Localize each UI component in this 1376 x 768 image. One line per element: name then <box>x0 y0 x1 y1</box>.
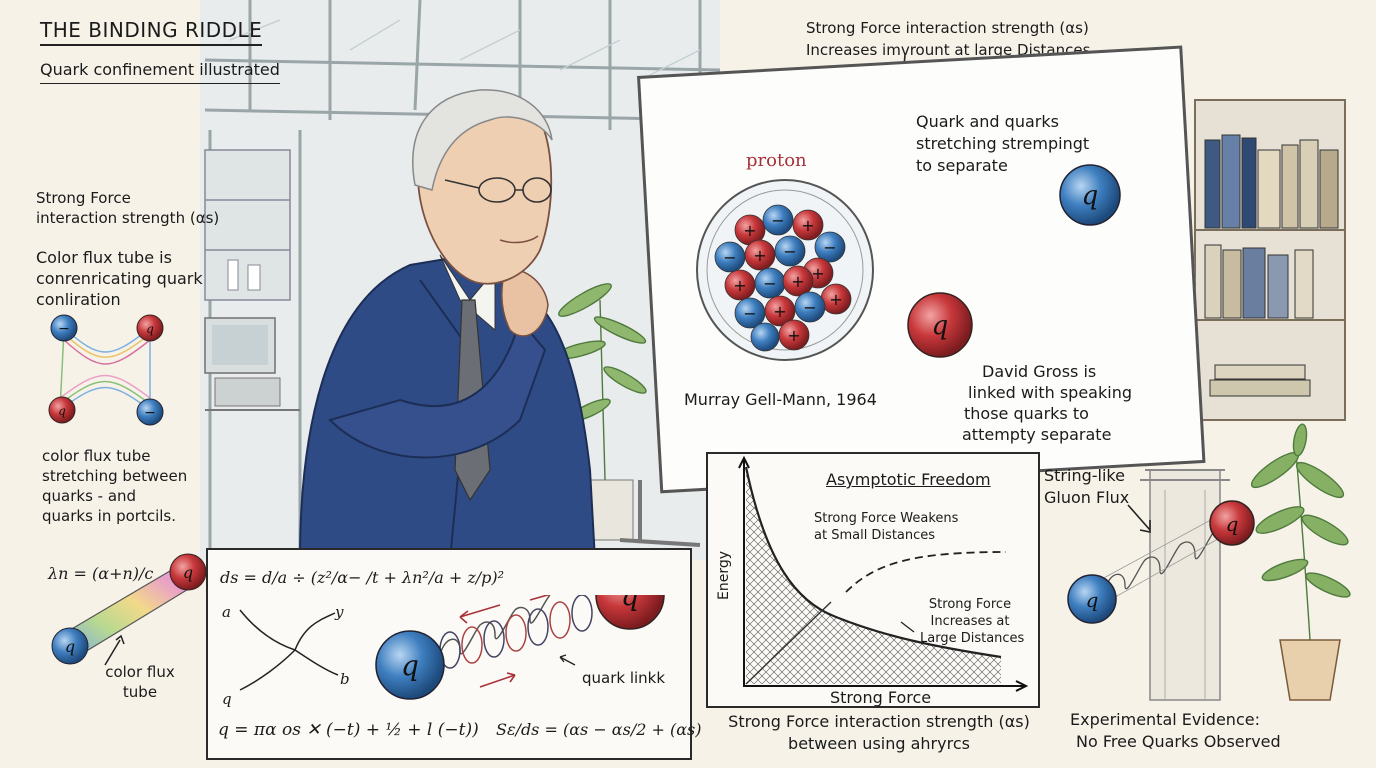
svg-text:+: + <box>787 326 800 345</box>
svg-text:q: q <box>401 649 419 682</box>
left-quarks: − q q − <box>48 314 164 426</box>
svg-text:+: + <box>811 264 824 283</box>
board-stretch-l3: to separate <box>916 156 1008 175</box>
svg-text:−: − <box>771 211 784 230</box>
gell-mann-caption: Murray Gell-Mann, 1964 <box>684 390 877 409</box>
svg-text:+: + <box>753 246 766 265</box>
equation-bottom-right: Sε/ds = (αs − αs/2 + (αs) <box>496 720 702 739</box>
graph-note1-l1: Strong Force Weakens <box>814 511 959 526</box>
evidence-l2: No Free Quarks Observed <box>1076 732 1281 751</box>
graph-note2-l1: Strong Force <box>928 597 1012 612</box>
svg-text:q: q <box>1082 181 1099 211</box>
svg-text:−: − <box>783 242 796 261</box>
svg-text:+: + <box>829 290 842 309</box>
board-stretch-l1: Quark and quarks <box>916 112 1059 131</box>
strong-force-sub: interaction strength (αs) <box>36 209 220 227</box>
graph-xlabel: Strong Force <box>830 688 932 707</box>
svg-text:−: − <box>743 304 756 323</box>
man-figure <box>298 89 597 561</box>
quark-link-label: quark linkk <box>582 669 666 687</box>
lambda-formula: λn = (α+n)/c <box>48 564 154 583</box>
evidence-l1: Experimental Evidence: <box>1070 710 1260 729</box>
tube-quarks: q q <box>51 553 207 665</box>
gross-note-l1: David Gross is <box>982 362 1097 381</box>
svg-text:+: + <box>801 216 814 235</box>
graph-title: Asymptotic Freedom <box>826 470 991 489</box>
right-quarks: q q <box>1067 500 1255 624</box>
graph-caption-l1: Strong Force interaction strength (αs) <box>728 712 1030 731</box>
equation-bottom-left: q = πα os ✕ (−t) + ½ + l (−t)) <box>218 720 479 740</box>
tube-label-l2: tube <box>122 683 158 701</box>
minus-sign: − <box>58 321 70 337</box>
gross-note-l2: linked with speaking <box>968 383 1132 402</box>
diagram-label-b: b <box>340 670 350 688</box>
flux-note-l3: conliration <box>36 290 121 309</box>
minus-sign: − <box>144 405 156 421</box>
svg-text:q: q <box>932 311 949 341</box>
svg-text:+: + <box>791 272 804 291</box>
gluon-flux-l1: String-like <box>1044 466 1125 485</box>
page-title: THE BINDING RIDDLE <box>40 18 263 46</box>
flux-note-l2: conrenricating quark <box>36 269 203 288</box>
svg-text:q: q <box>183 563 193 582</box>
graph-note2-l3: Large Distances <box>920 631 1025 646</box>
equations-drawing: q q <box>239 595 665 700</box>
svg-text:−: − <box>763 274 776 293</box>
graph-caption-l2: between using ahryrcs <box>788 734 970 753</box>
proton-label: proton <box>746 150 807 171</box>
graph-note2-l2: Increases at <box>930 614 1010 629</box>
equation-top: ds = d/a ÷ (z²/α− /t + λn²/a + z/p)² <box>220 568 505 587</box>
svg-text:q: q <box>58 404 66 418</box>
svg-text:q: q <box>1086 588 1099 612</box>
svg-text:+: + <box>733 276 746 295</box>
graph-note1-l2: at Small Distances <box>814 528 936 543</box>
svg-text:+: + <box>743 221 756 240</box>
svg-text:−: − <box>823 238 836 257</box>
svg-text:−: − <box>803 298 816 317</box>
stretch-note-l1: color flux tube <box>42 447 151 465</box>
stretch-note-l3: quarks - and <box>42 487 137 505</box>
svg-text:+: + <box>773 302 786 321</box>
proton-cluster: +++ +++ +++ −−− −−−− <box>696 179 874 361</box>
svg-text:−: − <box>723 248 736 267</box>
gluon-flux-l2: Gluon Flux <box>1044 488 1130 507</box>
stretch-note-l2: stretching between <box>42 467 188 485</box>
strong-force-label: Strong Force <box>36 189 131 207</box>
graph-ylabel: Energy <box>716 550 732 600</box>
equations-panel <box>206 548 692 760</box>
svg-text:q: q <box>146 322 154 336</box>
svg-text:q: q <box>1226 512 1239 536</box>
page-title-text: THE BINDING RIDDLE <box>40 18 263 46</box>
diagram-label-a: a <box>222 603 231 621</box>
svg-text:q: q <box>621 595 639 612</box>
page-subtitle: Quark confinement illustrated <box>40 60 280 84</box>
graph-plot <box>738 455 1029 692</box>
stretch-note-l4: quarks in portcils. <box>42 507 177 525</box>
diagram-label-y: y <box>335 603 344 621</box>
diagram-label-q: q <box>222 690 232 708</box>
gross-note-l4: attempty separate <box>962 425 1112 444</box>
svg-text:q: q <box>65 637 75 656</box>
board-stretch-l2: stretching strempingt <box>916 134 1090 153</box>
board-quarks: q q <box>907 164 1121 358</box>
flux-note-l1: Color flux tube is <box>36 248 172 267</box>
gluon-flux-spring <box>1099 514 1226 601</box>
tube-label-l1: color flux <box>105 663 175 681</box>
gross-note-l3: those quarks to <box>964 404 1089 423</box>
top-caption-line1: Strong Force interaction strength (αs) <box>806 19 1089 37</box>
